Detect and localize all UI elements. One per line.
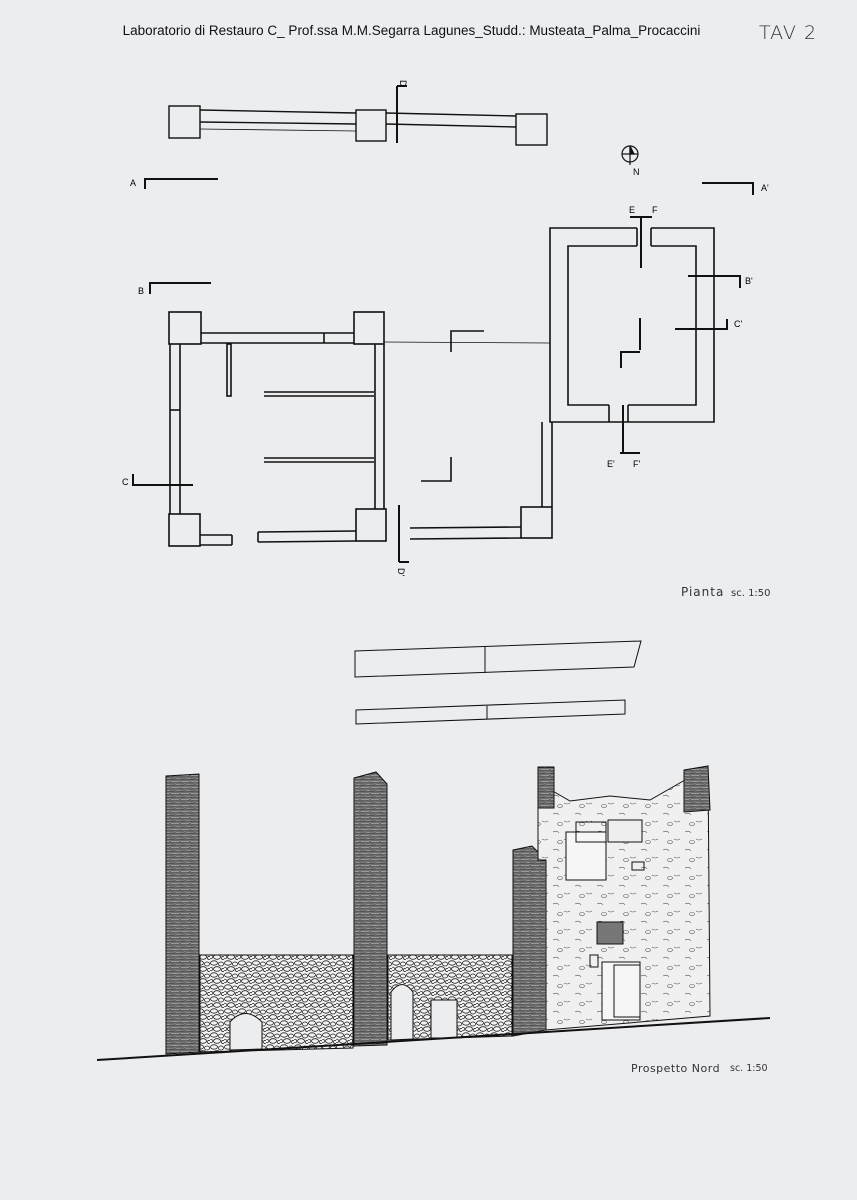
plan-scale: sc. 1:50 (731, 588, 771, 599)
sheet-tag: TAV 2 (759, 22, 818, 44)
label-a-prime: A' (761, 183, 769, 193)
top-strip-plan (168, 105, 548, 146)
elevation-scale: sc. 1:50 (730, 1063, 768, 1074)
plan-left-building (168, 311, 387, 547)
label-e-prime: E' (607, 459, 615, 469)
label-d: D (398, 80, 408, 87)
sheet-header: Laboratorio di Restauro C_ Prof.ssa M.M.… (0, 23, 857, 38)
section-mark-d-prime (398, 505, 409, 563)
label-b: B (138, 286, 144, 296)
label-f-prime: F' (633, 459, 640, 469)
header-text: Laboratorio di Restauro C_ Prof.ssa M.M.… (122, 23, 701, 38)
section-mark-b (149, 282, 211, 294)
label-d-prime: D' (396, 568, 406, 576)
section-mark-d (396, 85, 407, 143)
section-mark-a (144, 178, 754, 195)
plan-right-room (549, 227, 715, 423)
label-a: A (130, 178, 136, 188)
plan-courtyard (383, 330, 553, 540)
label-c: C (122, 477, 129, 487)
label-f: F (652, 205, 658, 215)
label-c-prime: C' (734, 319, 742, 329)
elevation-title: Prospetto Nord (631, 1062, 721, 1075)
label-e: E (629, 205, 635, 215)
plan-title: Pianta (681, 585, 725, 599)
section-mark-b-prime (675, 275, 741, 330)
north-elevation (165, 765, 711, 1055)
north-arrow-icon (621, 145, 639, 165)
beam-strips (354, 640, 642, 725)
north-label: N (633, 167, 640, 177)
label-b-prime: B' (745, 276, 753, 286)
section-mark-ef (620, 216, 652, 454)
section-mark-c (132, 474, 193, 486)
ground-line (96, 1017, 771, 1061)
